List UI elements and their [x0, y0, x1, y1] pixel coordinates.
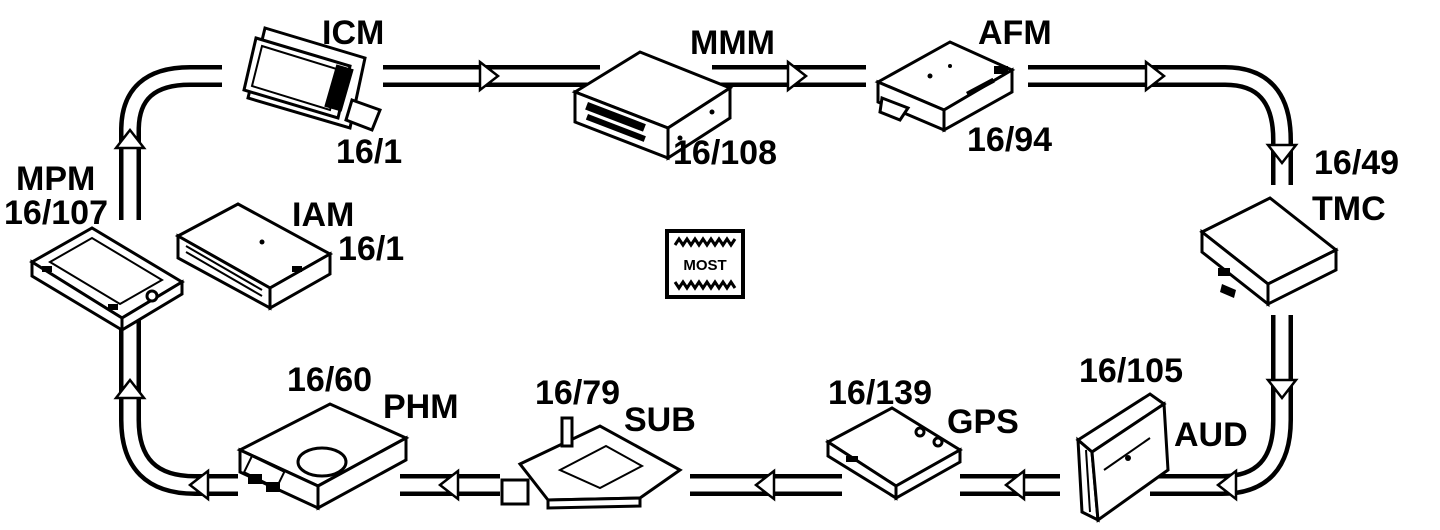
arrow-left-icon: [753, 468, 776, 502]
mpm-code: 16/107: [4, 194, 108, 232]
mmm-name: MMM: [690, 24, 775, 62]
gps-name: GPS: [947, 403, 1019, 441]
icm-device-icon: [242, 26, 382, 132]
ring-direction-arrows: [113, 59, 1299, 502]
arrow-right-icon: [478, 59, 501, 93]
mpm-device-icon: [29, 226, 185, 333]
gps-code: 16/139: [828, 374, 932, 412]
sub-name: SUB: [624, 401, 696, 439]
arrow-down-icon: [1265, 143, 1299, 166]
phm-code: 16/60: [287, 361, 372, 399]
arrow-up-icon: [113, 377, 147, 400]
icm-name: ICM: [322, 14, 384, 52]
afm-device-icon: [874, 40, 1016, 133]
sub-device-icon: [500, 416, 683, 510]
module-labels: ICM 16/1 MMM 16/108 AFM 16/94 16/49 TMC …: [4, 14, 1399, 454]
arrow-right-icon: [1144, 59, 1167, 93]
sub-code: 16/79: [535, 374, 620, 412]
aud-code: 16/105: [1079, 352, 1183, 390]
gps-device-icon: [825, 406, 963, 501]
iam-name: IAM: [292, 196, 354, 234]
phm-name: PHM: [383, 388, 459, 426]
afm-code: 16/94: [967, 121, 1052, 159]
afm-name: AFM: [978, 14, 1052, 52]
aud-name: AUD: [1174, 416, 1248, 454]
arrow-right-icon: [786, 59, 809, 93]
most-label: MOST: [683, 257, 726, 274]
icm-code: 16/1: [336, 133, 402, 171]
most-bus-icon: MOST: [665, 229, 745, 299]
aud-device-icon: [1075, 392, 1170, 523]
mmm-code: 16/108: [673, 134, 777, 172]
arrow-left-icon: [1003, 468, 1026, 502]
arrow-up-icon: [113, 127, 147, 150]
tmc-device-icon: [1199, 196, 1339, 308]
iam-code: 16/1: [338, 230, 404, 268]
iam-device-icon: [174, 202, 334, 311]
arrow-left-icon: [187, 468, 210, 502]
mpm-name: MPM: [16, 160, 95, 198]
mmm-device-icon: [571, 50, 734, 161]
phm-device-icon: [236, 402, 410, 511]
arrow-down-icon: [1265, 378, 1299, 401]
tmc-name: TMC: [1312, 190, 1386, 228]
arrow-left-icon: [1215, 468, 1238, 502]
tmc-code: 16/49: [1314, 144, 1399, 182]
arrow-left-icon: [437, 468, 460, 502]
